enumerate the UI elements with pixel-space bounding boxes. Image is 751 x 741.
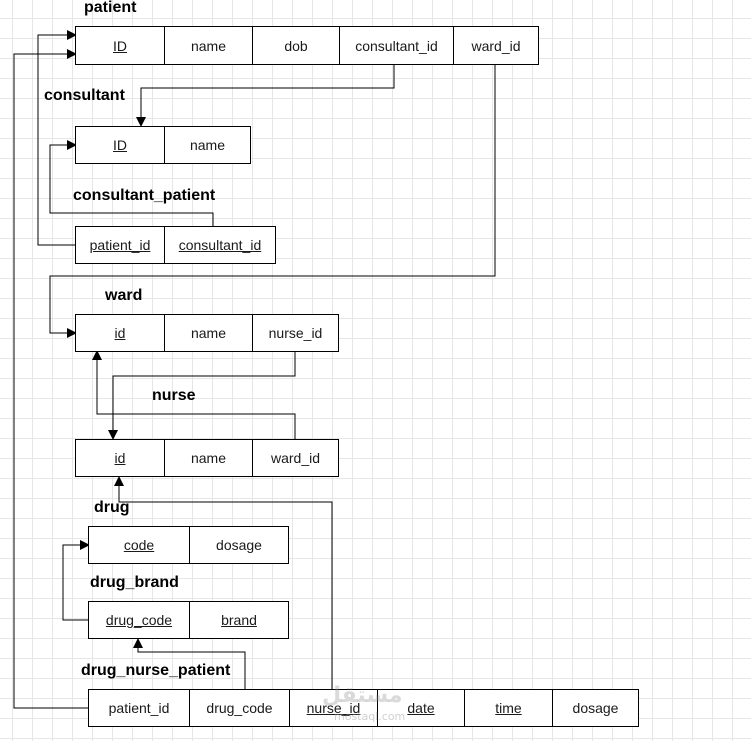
- entity-title-consultant-patient: consultant_patient: [73, 187, 216, 204]
- entity-drug[interactable]: code dosage: [88, 526, 289, 564]
- entity-consultant-patient[interactable]: patient_id consultant_id: [75, 226, 276, 264]
- field-patient-ward-id: ward_id: [453, 27, 538, 64]
- field-patient-name: name: [164, 27, 252, 64]
- field-consultant-id: ID: [113, 137, 127, 153]
- entity-title-patient: patient: [84, 0, 137, 16]
- field-ward-nurse-id: nurse_id: [252, 315, 338, 351]
- entity-title-drug: drug: [94, 499, 130, 516]
- field-patient-consultant-id: consultant_id: [339, 27, 453, 64]
- field-dnp-dosage: dosage: [552, 690, 638, 726]
- entity-title-drug-nurse-patient: drug_nurse_patient: [81, 662, 231, 679]
- entity-ward[interactable]: id name nurse_id: [75, 314, 339, 352]
- entity-title-nurse: nurse: [152, 387, 196, 404]
- field-drug-dosage: dosage: [189, 527, 288, 563]
- field-dnp-time: time: [464, 690, 552, 726]
- field-ward-id: id: [114, 325, 126, 341]
- connector-consultant-id-to-consultant: [136, 64, 395, 127]
- field-dnp-date: date: [377, 690, 464, 726]
- connector-cp-consultant-id-to-consultant: [49, 140, 214, 226]
- entity-drug-nurse-patient[interactable]: patient_id drug_code nurse_id date time …: [88, 689, 639, 727]
- entity-nurse[interactable]: id name ward_id: [75, 439, 339, 477]
- connector-ward-nurse-id-to-nurse: [108, 351, 296, 440]
- field-patient-dob: dob: [252, 27, 339, 64]
- entity-patient[interactable]: ID name dob consultant_id ward_id: [75, 26, 539, 65]
- field-nurse-name: name: [164, 440, 252, 476]
- entity-title-ward: ward: [105, 287, 143, 304]
- field-consultant-name: name: [164, 127, 250, 163]
- field-dnp-drug-code: drug_code: [189, 690, 289, 726]
- field-nurse-ward-id: ward_id: [252, 440, 338, 476]
- field-drug-brand-drug-code: drug_code: [105, 612, 173, 628]
- field-ward-name: name: [164, 315, 252, 351]
- connector-dnp-nurse-id-to-nurse: [114, 476, 333, 689]
- entity-title-consultant: consultant: [44, 87, 125, 104]
- field-dnp-nurse-id: nurse_id: [289, 690, 377, 726]
- entity-consultant[interactable]: ID name: [75, 126, 251, 164]
- field-cp-patient-id: patient_id: [89, 237, 151, 253]
- connector-ward-id-to-ward: [49, 64, 496, 338]
- connector-dnp-patient-id-to-patient: [13, 49, 89, 709]
- entity-title-drug-brand: drug_brand: [90, 574, 179, 591]
- entity-drug-brand[interactable]: drug_code brand: [88, 601, 289, 639]
- field-drug-code: code: [123, 537, 155, 553]
- field-nurse-id: id: [114, 450, 126, 466]
- connector-cp-patient-id-to-patient: [37, 30, 77, 246]
- field-dnp-patient-id: patient_id: [108, 700, 170, 716]
- connector-nurse-ward-id-to-ward: [92, 350, 296, 439]
- field-patient-id: ID: [113, 37, 127, 54]
- connector-dnp-drug-code-to-drug-brand: [133, 638, 246, 689]
- field-drug-brand-brand: brand: [189, 602, 288, 638]
- connector-drug-brand-to-drug: [62, 540, 90, 621]
- field-cp-consultant-id: consultant_id: [164, 227, 275, 263]
